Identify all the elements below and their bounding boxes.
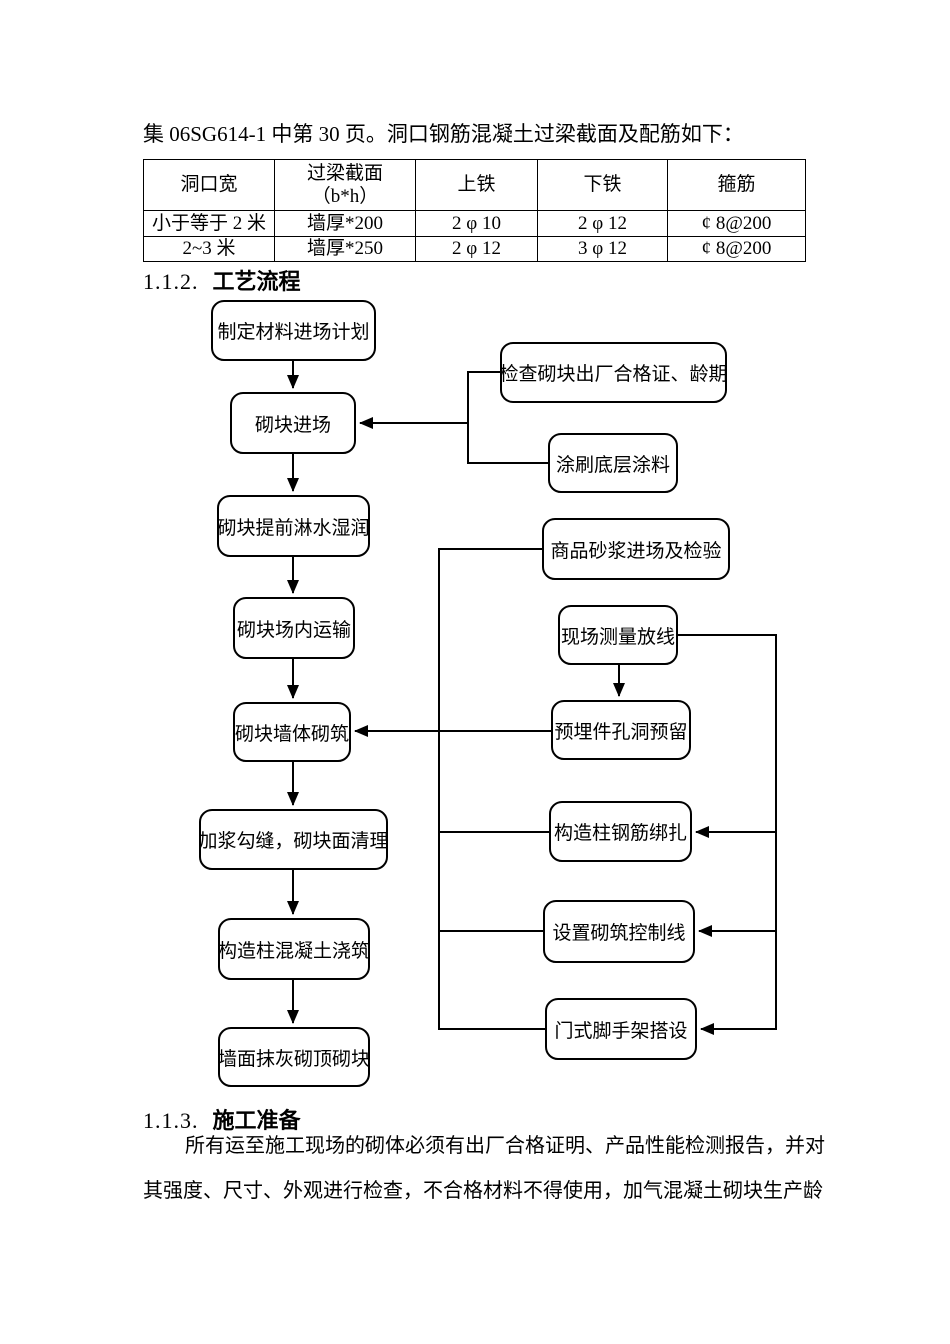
lintel-rebar-table: 洞口宽 过梁截面（b*h） 上铁 下铁 箍筋 小于等于 2 米 墙厚*200 2… (143, 159, 806, 262)
table-header-row: 洞口宽 过梁截面（b*h） 上铁 下铁 箍筋 (143, 159, 806, 211)
body-paragraph-line: 其强度、尺寸、外观进行检查，不合格材料不得使用，加气混凝土砌块生产龄 (143, 1180, 823, 1202)
flow-node-control-line: 设置砌筑控制线 (543, 900, 695, 963)
intro-text: 集 06SG614-1 中第 30 页。洞口钢筋混凝土过梁截面及配筋如下： (143, 122, 744, 146)
table-cell: 墙厚*200 (274, 210, 416, 237)
heading-construction-prep: 1.1.3. 施工准备 (143, 1103, 301, 1135)
table-row: 2~3 米 墙厚*250 2 φ 12 3 φ 12 ¢ 8@200 (143, 236, 806, 262)
flow-node-jointing-cleaning: 加浆勾缝，砌块面清理 (199, 809, 389, 870)
header-cell-stirrup: 箍筋 (667, 159, 806, 211)
flow-node-mortar-inspection: 商品砂浆进场及检验 (542, 518, 730, 580)
heading-process-flow: 1.1.2. 工艺流程 (143, 264, 301, 296)
table-cell: 小于等于 2 米 (143, 210, 275, 237)
flow-node-check-certificates: 检查砌块出厂合格证、龄期 (500, 342, 728, 403)
flow-node-site-survey: 现场测量放线 (558, 605, 678, 665)
heading-title: 工艺流程 (212, 269, 301, 294)
table-cell: 3 φ 12 (537, 236, 668, 262)
flow-node-column-concrete: 构造柱混凝土浇筑 (218, 918, 370, 980)
flow-node-wall-plaster: 墙面抹灰砌顶砌块 (218, 1027, 370, 1087)
table-cell: 2 φ 12 (537, 210, 668, 237)
header-cell-lintel-section: 过梁截面（b*h） (274, 159, 416, 211)
flow-node-block-entry: 砌块进场 (230, 392, 356, 454)
heading-number: 1.1.3. (143, 1108, 199, 1133)
table-cell: 2 φ 12 (415, 236, 538, 262)
flow-node-material-plan: 制定材料进场计划 (211, 300, 376, 361)
heading-number: 1.1.2. (143, 269, 199, 294)
table-cell: 墙厚*250 (274, 236, 416, 262)
table-cell: 2~3 米 (143, 236, 275, 262)
flow-node-wall-masonry: 砌块墙体砌筑 (233, 702, 351, 762)
flow-node-scaffold: 门式脚手架搭设 (545, 998, 697, 1060)
flow-node-primer-coating: 涂刷底层涂料 (548, 433, 678, 493)
header-cell-opening-width: 洞口宽 (143, 159, 275, 211)
flow-node-block-wetting: 砌块提前淋水湿润 (217, 495, 370, 557)
table-row: 小于等于 2 米 墙厚*200 2 φ 10 2 φ 12 ¢ 8@200 (143, 210, 806, 237)
header-cell-bottom-rebar: 下铁 (537, 159, 668, 211)
flow-node-embedded-holes: 预埋件孔洞预留 (551, 700, 691, 760)
flow-node-column-rebar: 构造柱钢筋绑扎 (549, 801, 692, 862)
body-paragraph-line: 所有运至施工现场的砌体必须有出厂合格证明、产品性能检测报告，并对 (185, 1135, 825, 1157)
flow-node-block-transport: 砌块场内运输 (233, 597, 355, 659)
table-cell: ¢ 8@200 (667, 236, 806, 262)
heading-title: 施工准备 (212, 1108, 301, 1133)
